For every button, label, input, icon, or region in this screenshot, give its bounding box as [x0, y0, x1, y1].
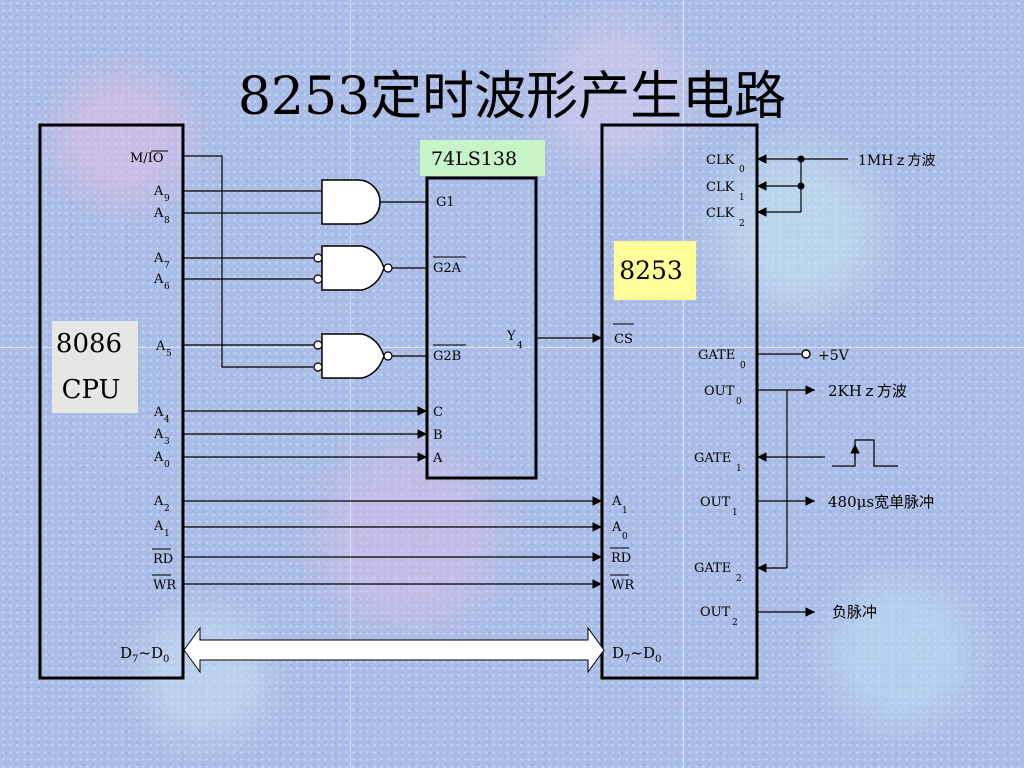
inv-bubble: [313, 362, 323, 372]
vcc-terminal: [801, 349, 811, 359]
timer-pin-gate2: GATE: [694, 561, 731, 576]
timer-pin-out0-sub: 0: [736, 397, 742, 407]
decoder-pin-g1: G1: [436, 195, 455, 210]
background-guide-line: [0, 347, 1024, 348]
cpu-pin-a1: A: [153, 519, 164, 534]
timer-chip-box: [600, 123, 759, 680]
timer-data-bus-label: D7~D0: [612, 644, 661, 665]
timer-label: 8253: [619, 256, 683, 285]
vcc-label: +5V: [818, 348, 850, 364]
gate-out-wires: [757, 353, 825, 617]
decoder-pin-b: B: [433, 428, 443, 443]
decoder-chip-box: [425, 176, 538, 480]
cpu-pin-a2: A: [153, 494, 164, 509]
cpu-pin-a5-sub: 5: [166, 349, 172, 359]
cpu-pin-a9-sub: 9: [164, 194, 170, 204]
cpu-pin-a5: A: [155, 339, 166, 354]
timer-pin-clk1: CLK: [706, 180, 735, 195]
timer-pin-out0: OUT: [704, 384, 735, 399]
timer-pin-gate0-sub: 0: [740, 361, 746, 371]
timer-pin-a1: A: [611, 494, 622, 509]
single-pulse-icon: [832, 439, 898, 467]
cpu-pin-a7-sub: 7: [164, 261, 170, 271]
inv-bubble: [383, 351, 393, 361]
background-guide-line: [350, 0, 351, 768]
timer-pin-gate0: GATE: [698, 348, 735, 363]
and-gate-g1: [321, 179, 381, 225]
cpu-pin-a3-sub: 3: [164, 437, 170, 447]
timer-pin-clk0: CLK: [706, 153, 735, 168]
decoder-label: 74LS138: [431, 148, 517, 170]
timer-pin-clk1-sub: 1: [739, 193, 745, 203]
cpu-pin-a8: A: [153, 206, 164, 221]
cpu-pin-a0-sub: 0: [164, 460, 170, 470]
cpu-pin-a8-sub: 8: [164, 216, 170, 226]
decoder-pin-g2b: G2B: [433, 349, 461, 364]
or-gate-g2a: [321, 245, 385, 291]
data-bus-arrow: [183, 626, 605, 674]
cpu-label-line1: 8086: [56, 329, 122, 359]
decoder-pin-c: C: [433, 405, 443, 420]
out1-label: 480μs宽单脉冲: [828, 493, 934, 511]
timer-pin-a0: A: [611, 520, 622, 535]
timer-pin-clk0-sub: 0: [739, 165, 745, 175]
decoder-pin-y-sub: 4: [517, 341, 523, 351]
page-title: 8253定时波形产生电路: [237, 67, 787, 127]
inv-bubble: [313, 253, 323, 263]
timer-pin-wr: WR: [611, 578, 635, 593]
cpu-pin-a1-sub: 1: [164, 529, 170, 539]
timer-pin-clk2: CLK: [706, 206, 735, 221]
or-gate-g2b: [321, 333, 385, 379]
timer-pin-out2: OUT: [700, 605, 731, 620]
cpu-pin-a9: A: [153, 184, 164, 199]
timer-pin-cs: CS: [614, 332, 633, 347]
cpu-pin-a6: A: [153, 272, 164, 287]
cpu-pin-a6-sub: 6: [164, 282, 170, 292]
decoder-label-bg: [420, 140, 545, 176]
cpu-pin-a7: A: [153, 251, 164, 266]
timer-pin-rd: RD: [611, 551, 631, 566]
timer-pin-out1: OUT: [700, 495, 731, 510]
decoder-pin-a: A: [432, 451, 443, 466]
cpu-pin-a4: A: [153, 405, 164, 420]
cpu-pin-a3: A: [153, 427, 164, 442]
inv-bubble: [313, 274, 323, 284]
timer-pin-a1-sub: 1: [622, 506, 628, 516]
background-guide-line: [683, 0, 684, 768]
cpu-label-line2: CPU: [62, 375, 121, 405]
timer-pin-a0-sub: 0: [622, 532, 628, 542]
cpu-pin-rd: RD: [153, 552, 173, 567]
out2-label: 负脉冲: [832, 603, 877, 621]
timer-pin-gate2-sub: 2: [736, 574, 742, 584]
inv-bubble: [313, 340, 323, 350]
timer-pin-clk2-sub: 2: [739, 219, 745, 229]
timer-pin-out1-sub: 1: [732, 508, 738, 518]
inv-bubble: [383, 263, 393, 273]
cpu-pin-a0: A: [153, 450, 164, 465]
clock-input-label: 1MHｚ方波: [858, 153, 935, 169]
gate-input-wires: [183, 155, 427, 368]
cpu-pin-a4-sub: 4: [164, 415, 170, 425]
cpu-pin-a2-sub: 2: [164, 504, 170, 514]
cpu-pin-mio: M/IO: [130, 151, 163, 166]
decoder-pin-y: Y: [506, 329, 516, 344]
cpu-chip-box: [38, 123, 185, 680]
decoder-pin-g2a: G2A: [433, 261, 462, 276]
decoder-select-wires: [183, 406, 427, 462]
cpu-pin-wr: WR: [153, 578, 177, 593]
timer-pin-out2-sub: 2: [732, 618, 738, 628]
timer-pin-gate1-sub: 1: [736, 464, 742, 474]
cpu-label-bg: [52, 321, 138, 413]
out0-label: 2KHｚ方波: [828, 382, 907, 400]
clock-junction-dot: [797, 155, 805, 163]
cpu-data-bus-label: D7~D0: [120, 644, 169, 665]
cpu-to-timer-wires: [183, 496, 602, 589]
clock-junction-dot: [797, 182, 805, 190]
timer-label-bg: [614, 241, 696, 300]
timer-pin-gate1: GATE: [694, 451, 731, 466]
